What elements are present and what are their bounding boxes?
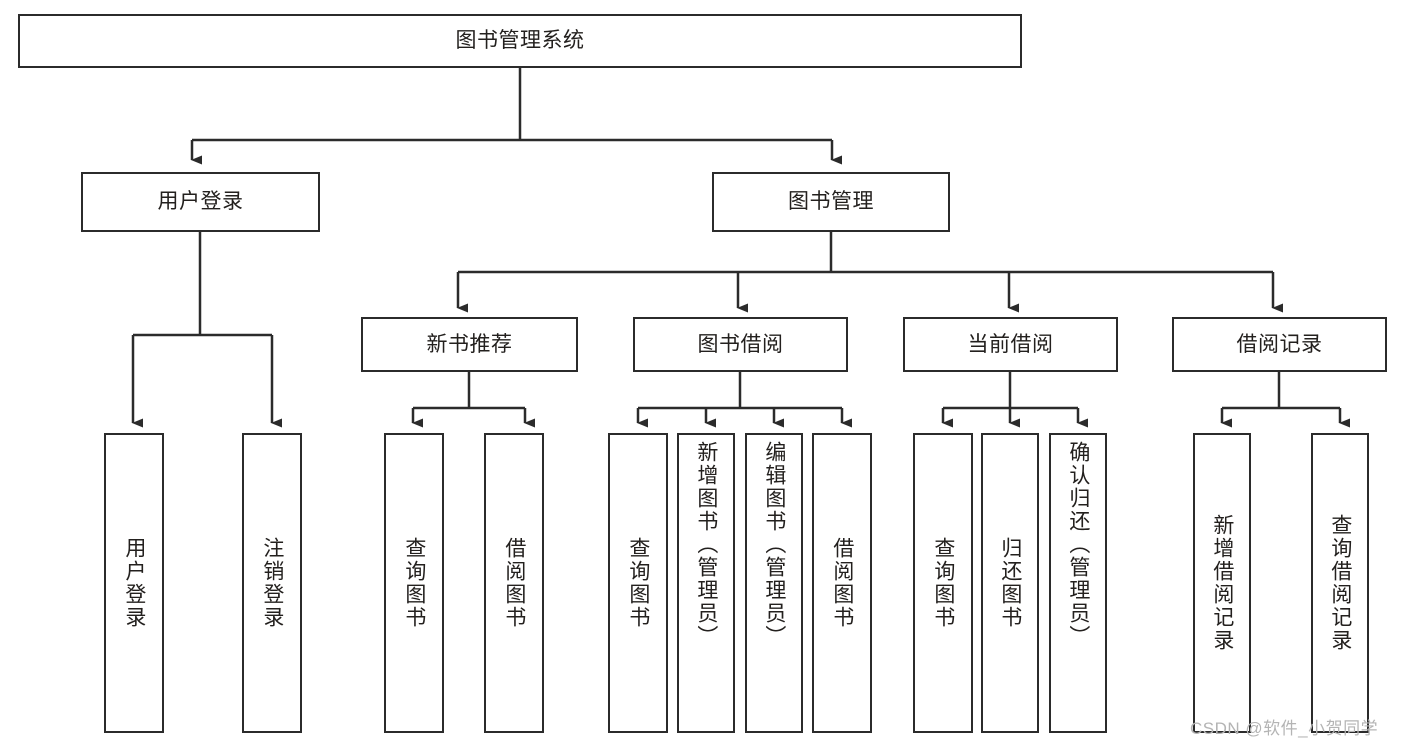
node-leaf-query-record-label: 查询借阅记录 [1328, 514, 1352, 652]
node-current-borrow-label: 当前借阅 [967, 332, 1054, 356]
node-current-borrow[interactable]: 当前借阅 [903, 317, 1118, 372]
node-new-book-recommend-label: 新书推荐 [426, 332, 513, 356]
node-leaf-add-book-label: 新增图书（管理员） [694, 441, 718, 648]
node-leaf-query-book-3-label: 查询图书 [931, 537, 955, 629]
node-leaf-confirm-return[interactable]: 确认归还（管理员） [1049, 433, 1107, 733]
node-user-login[interactable]: 用户登录 [81, 172, 320, 232]
node-leaf-query-book-1[interactable]: 查询图书 [384, 433, 444, 733]
node-leaf-query-book-3[interactable]: 查询图书 [913, 433, 973, 733]
node-leaf-confirm-return-label: 确认归还（管理员） [1066, 441, 1090, 648]
node-book-manage[interactable]: 图书管理 [712, 172, 950, 232]
node-new-book-recommend[interactable]: 新书推荐 [361, 317, 578, 372]
node-user-login-label: 用户登录 [157, 190, 244, 214]
node-leaf-query-record[interactable]: 查询借阅记录 [1311, 433, 1369, 733]
node-leaf-query-book-1-label: 查询图书 [402, 537, 426, 629]
node-root[interactable]: 图书管理系统 [18, 14, 1022, 68]
node-book-borrow-label: 图书借阅 [697, 332, 784, 356]
node-leaf-add-book[interactable]: 新增图书（管理员） [677, 433, 735, 733]
node-borrow-record-label: 借阅记录 [1236, 332, 1323, 356]
node-leaf-return-book[interactable]: 归还图书 [981, 433, 1039, 733]
node-leaf-borrow-book-1[interactable]: 借阅图书 [484, 433, 544, 733]
node-book-manage-label: 图书管理 [788, 190, 874, 214]
node-leaf-add-record[interactable]: 新增借阅记录 [1193, 433, 1251, 733]
node-leaf-add-record-label: 新增借阅记录 [1210, 514, 1234, 652]
node-borrow-record[interactable]: 借阅记录 [1172, 317, 1387, 372]
node-leaf-user-login-label: 用户登录 [122, 537, 146, 629]
node-leaf-return-book-label: 归还图书 [998, 537, 1022, 629]
node-book-borrow[interactable]: 图书借阅 [633, 317, 848, 372]
node-leaf-user-logout-label: 注销登录 [260, 537, 284, 629]
node-leaf-query-book-2-label: 查询图书 [626, 537, 650, 629]
node-leaf-borrow-book-2-label: 借阅图书 [830, 537, 854, 629]
node-leaf-query-book-2[interactable]: 查询图书 [608, 433, 668, 733]
node-leaf-borrow-book-2[interactable]: 借阅图书 [812, 433, 872, 733]
node-leaf-user-login[interactable]: 用户登录 [104, 433, 164, 733]
node-leaf-borrow-book-1-label: 借阅图书 [502, 537, 526, 629]
node-leaf-user-logout[interactable]: 注销登录 [242, 433, 302, 733]
node-root-label: 图书管理系统 [455, 29, 585, 53]
node-leaf-edit-book-label: 编辑图书（管理员） [762, 441, 786, 648]
node-leaf-edit-book[interactable]: 编辑图书（管理员） [745, 433, 803, 733]
